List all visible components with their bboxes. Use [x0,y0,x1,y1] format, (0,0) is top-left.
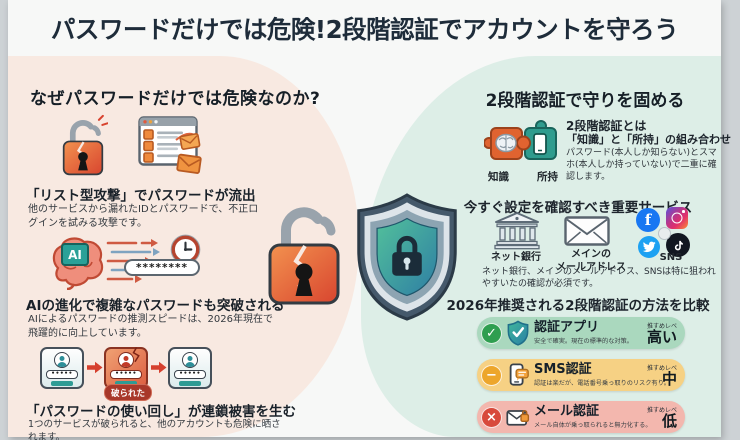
comparison-row-auth-app: ✓ 認証アプリ 安全で確実。現在の標準的な対策。 推すめレベ 高い [477,317,685,349]
facebook-icon: f [636,208,660,232]
twitter-icon [638,236,660,258]
row-text: 認証アプリ 安全で確実。現在の標準的な対策。 [534,320,633,345]
instagram-icon [666,207,688,229]
row-text: メール認証 メール自体が乗っ取られると無力化する。 [534,404,652,429]
item2-heading: AIの進化で複雑なパスワードも突破される [26,298,285,314]
cross-circle-icon: × [481,406,502,428]
level-value: 高い [646,328,677,346]
intro-title-line2: 「知識」と「所持」の組み合わせ [566,133,731,146]
method-desc: メール自体が乗っ取られると無力化する。 [534,421,652,429]
login-button-shape [115,381,137,386]
sns-icons: f [634,206,692,258]
level-block: 推すめレベ 低 [647,405,677,429]
row-text: SMS認証 認証は楽だが、電話番号乗っ取りのリスク有り。 [534,362,670,387]
level-label: 推すめレベ [646,323,677,330]
item1-heading: 「リスト型攻撃」でパスワードが流出 [26,188,256,204]
crack-icon [132,347,140,363]
left-heading: なぜパスワードだけでは危険なのか? [30,89,321,109]
item2-desc: AIによるパスワードの推測スピードは、2026年現在で飛躍的に向上しています。 [28,314,273,339]
account-card: ••••• [168,347,212,389]
minus-circle-icon: − [481,364,502,386]
arrow-right-icon [151,361,167,374]
puzzle-labels: 知識 所持 [488,169,558,184]
broken-padlock-large-icon [268,207,340,305]
item1-desc: 他のサービスから漏れたIDとパスワードで、不正ログインを試みる攻撃です。 [28,204,259,229]
password-dots: ••••• [46,370,78,379]
envelope-icon [564,216,610,246]
ai-chip-label: AI [61,243,89,266]
method-desc: 安全で確実。現在の標準的な対策。 [534,337,633,345]
login-button-shape [179,381,201,386]
password-field: ******** [124,259,200,276]
level-label: 推すめレベ [646,407,677,414]
right-heading: 2段階認証で守りを固める [485,91,685,111]
comparison-row-sms: − SMS認証 認証は楽だが、電話番号乗っ取りのリスク有り。 推すめレベ 中 [477,359,685,391]
mail-lock-icon [506,409,530,426]
level-value: 低 [661,412,677,430]
services-heading: 今すぐ設定を確認すべき重要サービス [463,200,693,216]
shield-check-icon [507,320,529,346]
broken-padlock-small-icon [62,114,108,176]
method-name: メール認証 [534,404,600,420]
account-card-broken: ••••• [104,347,148,389]
page-title: パスワードだけでは危険!2段階認証でアカウントを守ろう [50,14,679,44]
comparison-row-email: × メール認証 メール自体が乗っ取られると無力化する。 推すめレベ 低 [477,401,685,433]
account-card: ••••• [40,347,84,389]
level-block: 推すめレベ 高い [647,321,677,345]
leaked-list-icon [138,116,202,174]
sns-label: SNS [659,252,683,263]
level-value: 中 [661,370,677,388]
arrow-right-icon [87,361,103,374]
method-name: SMS認証 [534,362,592,378]
avatar-icon [118,352,134,368]
sns-center-dot-icon [658,227,671,240]
knowledge-label: 知識 [488,171,509,183]
method-name: 認証アプリ [534,320,600,336]
puzzle-pieces-icon [484,120,557,160]
item3-heading: 「パスワードの使い回し」が連鎖被害を生む [26,404,296,420]
item3-desc: 1つのサービスが破られると、他のアカウントも危険に晒されます。 [28,419,281,440]
title-band: パスワードだけでは危険!2段階認証でアカウントを守ろう [8,0,721,56]
possession-label: 所持 [537,171,558,183]
password-dots: ••••• [110,370,142,379]
services-note: ネット銀行、メインのメールアドレス、SNSは特に狙われやすいたの確認が必須です。 [482,267,716,290]
avatar-icon [54,352,70,368]
avatar-icon [182,352,198,368]
level-label: 推すめレベ [646,365,677,372]
comparison-heading: 2026年推奨される2段階認証の方法を比較 [446,298,710,314]
bank-label: ネット銀行 [491,252,541,263]
check-circle-icon: ✓ [481,322,502,344]
intro-desc: パスワード(本人しか知らない)とスマホ(本人しか持っていない)で二重に確認します… [566,148,717,183]
intro-title-line1: 2段階認証とは [566,119,647,133]
password-dots: ••••• [174,370,206,379]
login-button-shape [51,381,73,386]
method-desc: 認証は楽だが、電話番号乗っ取りのリスク有り。 [534,379,670,387]
shield-lock-icon [357,193,457,321]
mail-label: メインの メールアドレス [556,249,626,273]
broken-badge: 破られた [104,384,153,401]
bank-icon [494,212,540,250]
level-block: 推すめレベ 中 [647,363,677,387]
tiktok-icon [666,233,690,257]
phone-sms-icon [509,363,529,386]
